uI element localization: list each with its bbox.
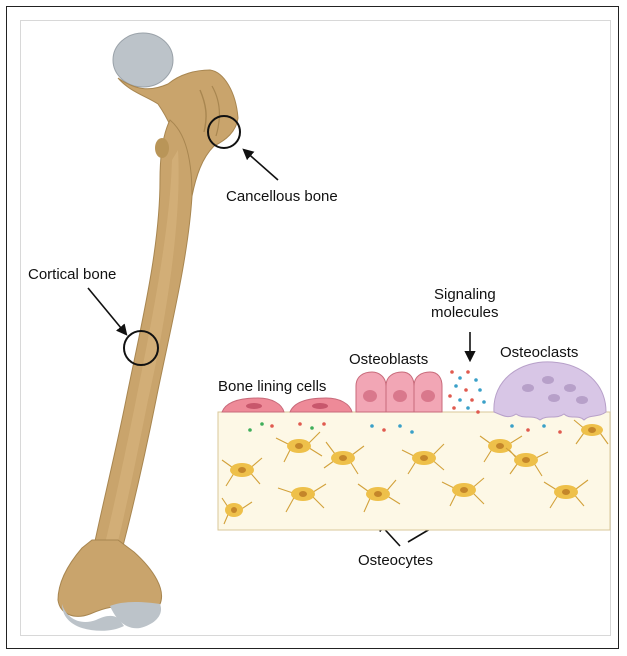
label-signaling-line1: Signaling [434, 286, 496, 304]
osteoclast [494, 362, 606, 420]
label-osteoblasts: Osteoblasts [349, 351, 428, 369]
cancellous-arrow [244, 150, 278, 180]
bone-matrix [218, 412, 610, 530]
label-cancellous-bone: Cancellous bone [226, 188, 338, 206]
lesser-trochanter [155, 138, 169, 158]
label-osteoclasts: Osteoclasts [500, 344, 578, 362]
osteoblasts [356, 372, 442, 412]
femoral-head [113, 33, 173, 87]
label-bone-lining-cells: Bone lining cells [218, 378, 326, 396]
cortical-arrow [88, 288, 126, 334]
label-signaling-line2: molecules [431, 304, 499, 322]
bone-lining-cells [222, 398, 352, 412]
label-cortical-bone: Cortical bone [28, 266, 116, 284]
label-osteocytes: Osteocytes [358, 552, 433, 570]
